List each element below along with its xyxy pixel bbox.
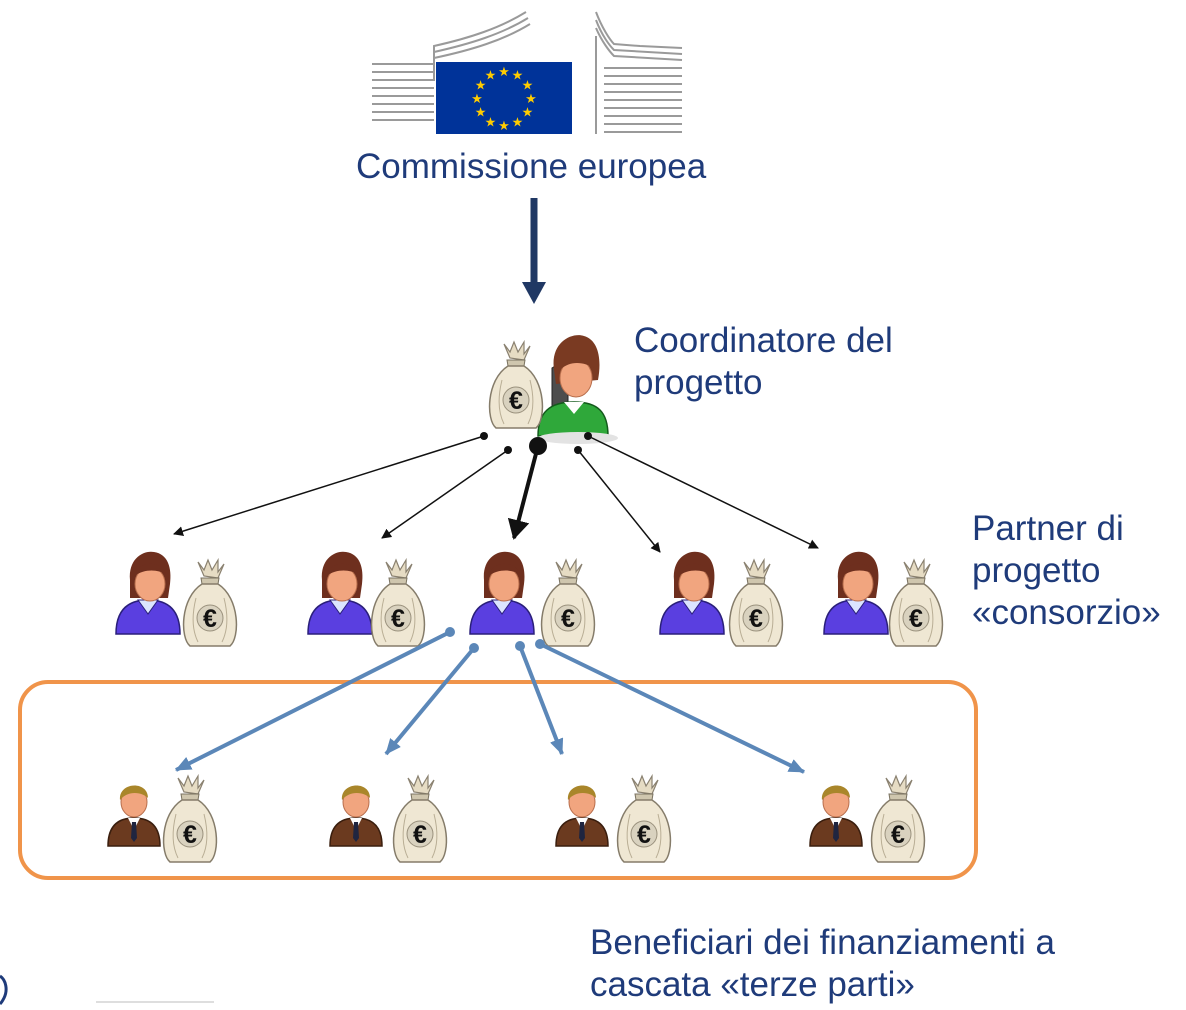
partner-to-third-party-arrows: [175, 630, 805, 774]
partners-label-line-3: «consorzio»: [972, 593, 1161, 632]
third-parties-box: [18, 680, 978, 880]
third-party-person-icon: [555, 784, 609, 847]
partners-label-line-1: Partner di: [972, 509, 1124, 548]
partner-person-icon: [823, 550, 889, 635]
third-party-person-icon: [107, 784, 161, 847]
third-party-money-bag-icon: [870, 775, 926, 863]
eu-star-icon: ★: [498, 65, 510, 80]
third-party-person-icon: [329, 784, 383, 847]
third-party-money-bag-icon: [392, 775, 448, 863]
eu-star-icon: ★: [475, 106, 487, 121]
eu-star-icon: ★: [485, 69, 497, 84]
partner-row: [115, 550, 944, 647]
eu-star-icon: ★: [512, 115, 524, 130]
third-party-money-bag-icon: [616, 775, 672, 863]
eu-star-icon: ★: [522, 79, 534, 94]
partner-person-icon: [659, 550, 725, 635]
partner-person-icon: [115, 550, 181, 635]
eu-star-icon: ★: [475, 79, 487, 94]
eu-star-icon: ★: [512, 69, 524, 84]
third-parties-label: Beneficiari dei finanziamenti a cascata …: [590, 922, 1055, 1006]
partner-money-bag-icon: [540, 559, 596, 647]
partner-money-bag-icon: [728, 559, 784, 647]
third-parties-label-line-2: cascata «terze parti»: [590, 965, 915, 1004]
eu-star-icon: ★: [522, 106, 534, 121]
partner-person-icon: [469, 550, 535, 635]
partner-money-bag-icon: [182, 559, 238, 647]
eu-star-icon: ★: [498, 119, 510, 134]
partner-person-icon: [307, 550, 373, 635]
eu-star-icon: ★: [485, 115, 497, 130]
partner-money-bag-icon: [370, 559, 426, 647]
third-parties-label-line-1: Beneficiari dei finanziamenti a: [590, 923, 1055, 962]
eu-star-icon: ★: [525, 92, 537, 107]
third-party-money-bag-icon: [162, 775, 218, 863]
coordinator-label: Coordinatore del progetto: [634, 320, 893, 404]
partners-label: Partner di progetto «consorzio»: [972, 508, 1161, 634]
partial-logo-icon: [0, 974, 214, 1006]
european-commission-logo-icon: ★★★★★★★★★★★★: [372, 11, 683, 134]
commission-label: Commissione europea: [356, 147, 707, 186]
coordinator-label-line-2: progetto: [634, 363, 763, 402]
coordinator-label-line-1: Coordinatore del: [634, 321, 893, 360]
eu-star-icon: ★: [471, 92, 483, 107]
coordinator-person-icon: [537, 335, 618, 444]
coordinator-to-partner-arrows: [173, 435, 819, 553]
third-party-row: [107, 775, 926, 863]
coordinator-money-bag-icon: [488, 341, 544, 429]
partner-money-bag-icon: [888, 559, 944, 647]
third-party-person-icon: [809, 784, 863, 847]
partners-label-line-2: progetto: [972, 551, 1101, 590]
